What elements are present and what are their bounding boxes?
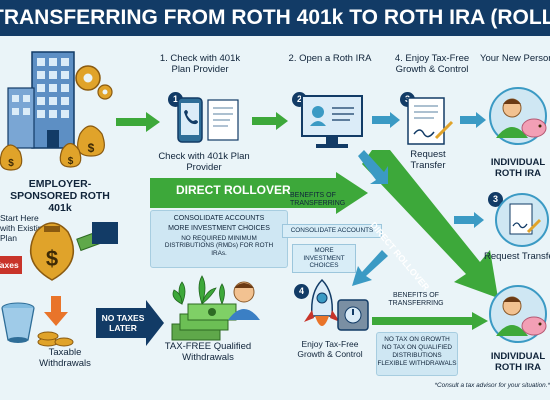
person-piggy-bank-bottom-icon <box>489 285 547 343</box>
enjoy-bottom-label: Enjoy Tax-Free Growth & Control <box>297 339 363 359</box>
office-building-icon: $ $ $ <box>0 51 113 171</box>
step1-caption: Check with 401k Plan Provider <box>158 151 250 173</box>
svg-text:$: $ <box>46 246 58 271</box>
footnote: *Consult a tax advisor for your situatio… <box>434 382 550 389</box>
benefit-item: FLEXIBLE WITHDRAWALS <box>377 360 457 368</box>
money-bag-icon: $ <box>29 222 118 281</box>
arrow-to-step5 <box>460 112 486 128</box>
coins-icon <box>37 331 74 347</box>
svg-text:$: $ <box>88 141 95 155</box>
step5-heading: Your New Personal Account <box>480 54 550 64</box>
benefit-item: NO TAX ON GROWTH <box>384 336 450 343</box>
benefit-item: NO TAX ON QUALIFIED DISTRIBUTIONS <box>381 344 453 359</box>
no-taxes-arrow <box>96 300 164 346</box>
taxes-label: Taxes <box>0 260 19 270</box>
svg-text:$: $ <box>8 158 14 169</box>
step1-heading: 1. Check with 401k Plan Provider <box>159 53 241 75</box>
diagonal-rollover-arrow <box>362 150 498 298</box>
step4-heading: 4. Enjoy Tax-Free Growth & Control <box>394 53 470 75</box>
direct-rollover-arrow <box>150 172 368 214</box>
cash-stack-icon <box>171 303 237 341</box>
down-arrow-icon <box>44 296 68 326</box>
arrow-to-step1 <box>116 112 160 132</box>
rocket-icon <box>304 278 340 326</box>
arrow-to-step2 <box>252 112 288 130</box>
benefits-bottom-heading: BENEFITS OF TRANSFERRING <box>388 292 444 308</box>
employer-label: EMPLOYER-SPONSORED ROTH 401k <box>10 178 110 215</box>
benefits-bottom-panel: NO TAX ON GROWTH NO TAX ON QUALIFIED DIS… <box>376 332 458 376</box>
step4-badge: 4 <box>294 284 309 299</box>
svg-text:$: $ <box>68 156 74 167</box>
taxes-tag: Taxes <box>0 256 22 274</box>
bucket-icon <box>1 302 35 343</box>
phone-icon <box>177 97 239 143</box>
benefits-left-panel: CONSOLIDATE ACCOUNTS MORE INVESTMENT CHO… <box>150 210 288 268</box>
arrow-to-step3 <box>372 112 400 128</box>
request-right-label: Request Transfer <box>484 252 550 262</box>
benefit-item: MORE INVESTMENT CHOICES <box>168 225 270 233</box>
taxable-label: Taxable Withdrawals <box>39 347 91 369</box>
document-sign-icon <box>407 97 454 145</box>
person-icon <box>228 281 260 320</box>
step3-right-badge: 3 <box>488 192 503 207</box>
document-sign-right-icon <box>495 193 549 247</box>
benefits-mid-item: MORE INVESTMENT CHOICES <box>292 244 356 274</box>
page-title: TRANSFERRING FROM ROTH 401k TO ROTH IRA … <box>0 0 550 36</box>
arrow-to-bottom-ira <box>372 312 488 330</box>
plants-icon <box>172 275 225 306</box>
person-piggy-bank-icon <box>489 87 547 145</box>
arrow-to-request-right <box>454 212 484 228</box>
computer-monitor-icon <box>301 95 363 148</box>
arrow-down-to-middle <box>358 150 388 184</box>
step2-heading: 2. Open a Roth IRA <box>288 53 372 64</box>
direct-rollover-label: DIRECT ROLLOVER <box>176 183 291 197</box>
benefit-item: CONSOLIDATE ACCOUNTS <box>173 215 265 222</box>
benefit-item: NO REQUIRED MINIMUM DISTRIBUTIONS (RMDs)… <box>164 235 274 257</box>
individual-bottom-label: INDIVIDUAL ROTH IRA <box>490 351 546 373</box>
tax-free-label: TAX-FREE Qualified Withdrawals <box>164 341 252 363</box>
safe-icon <box>337 299 369 331</box>
benefits-mid-heading: BENEFITS OF TRANSFERRING <box>290 192 346 208</box>
benefits-mid-item: CONSOLIDATE ACCOUNTS <box>282 224 382 238</box>
step3-caption: Request Transfer <box>410 149 446 171</box>
individual-top-label: INDIVIDUAL ROTH IRA <box>490 157 546 179</box>
no-taxes-label: NO TAXES LATER <box>101 313 145 333</box>
start-label: Start Here with Existing Plan <box>0 213 48 243</box>
arrow-to-rocket <box>352 250 388 286</box>
